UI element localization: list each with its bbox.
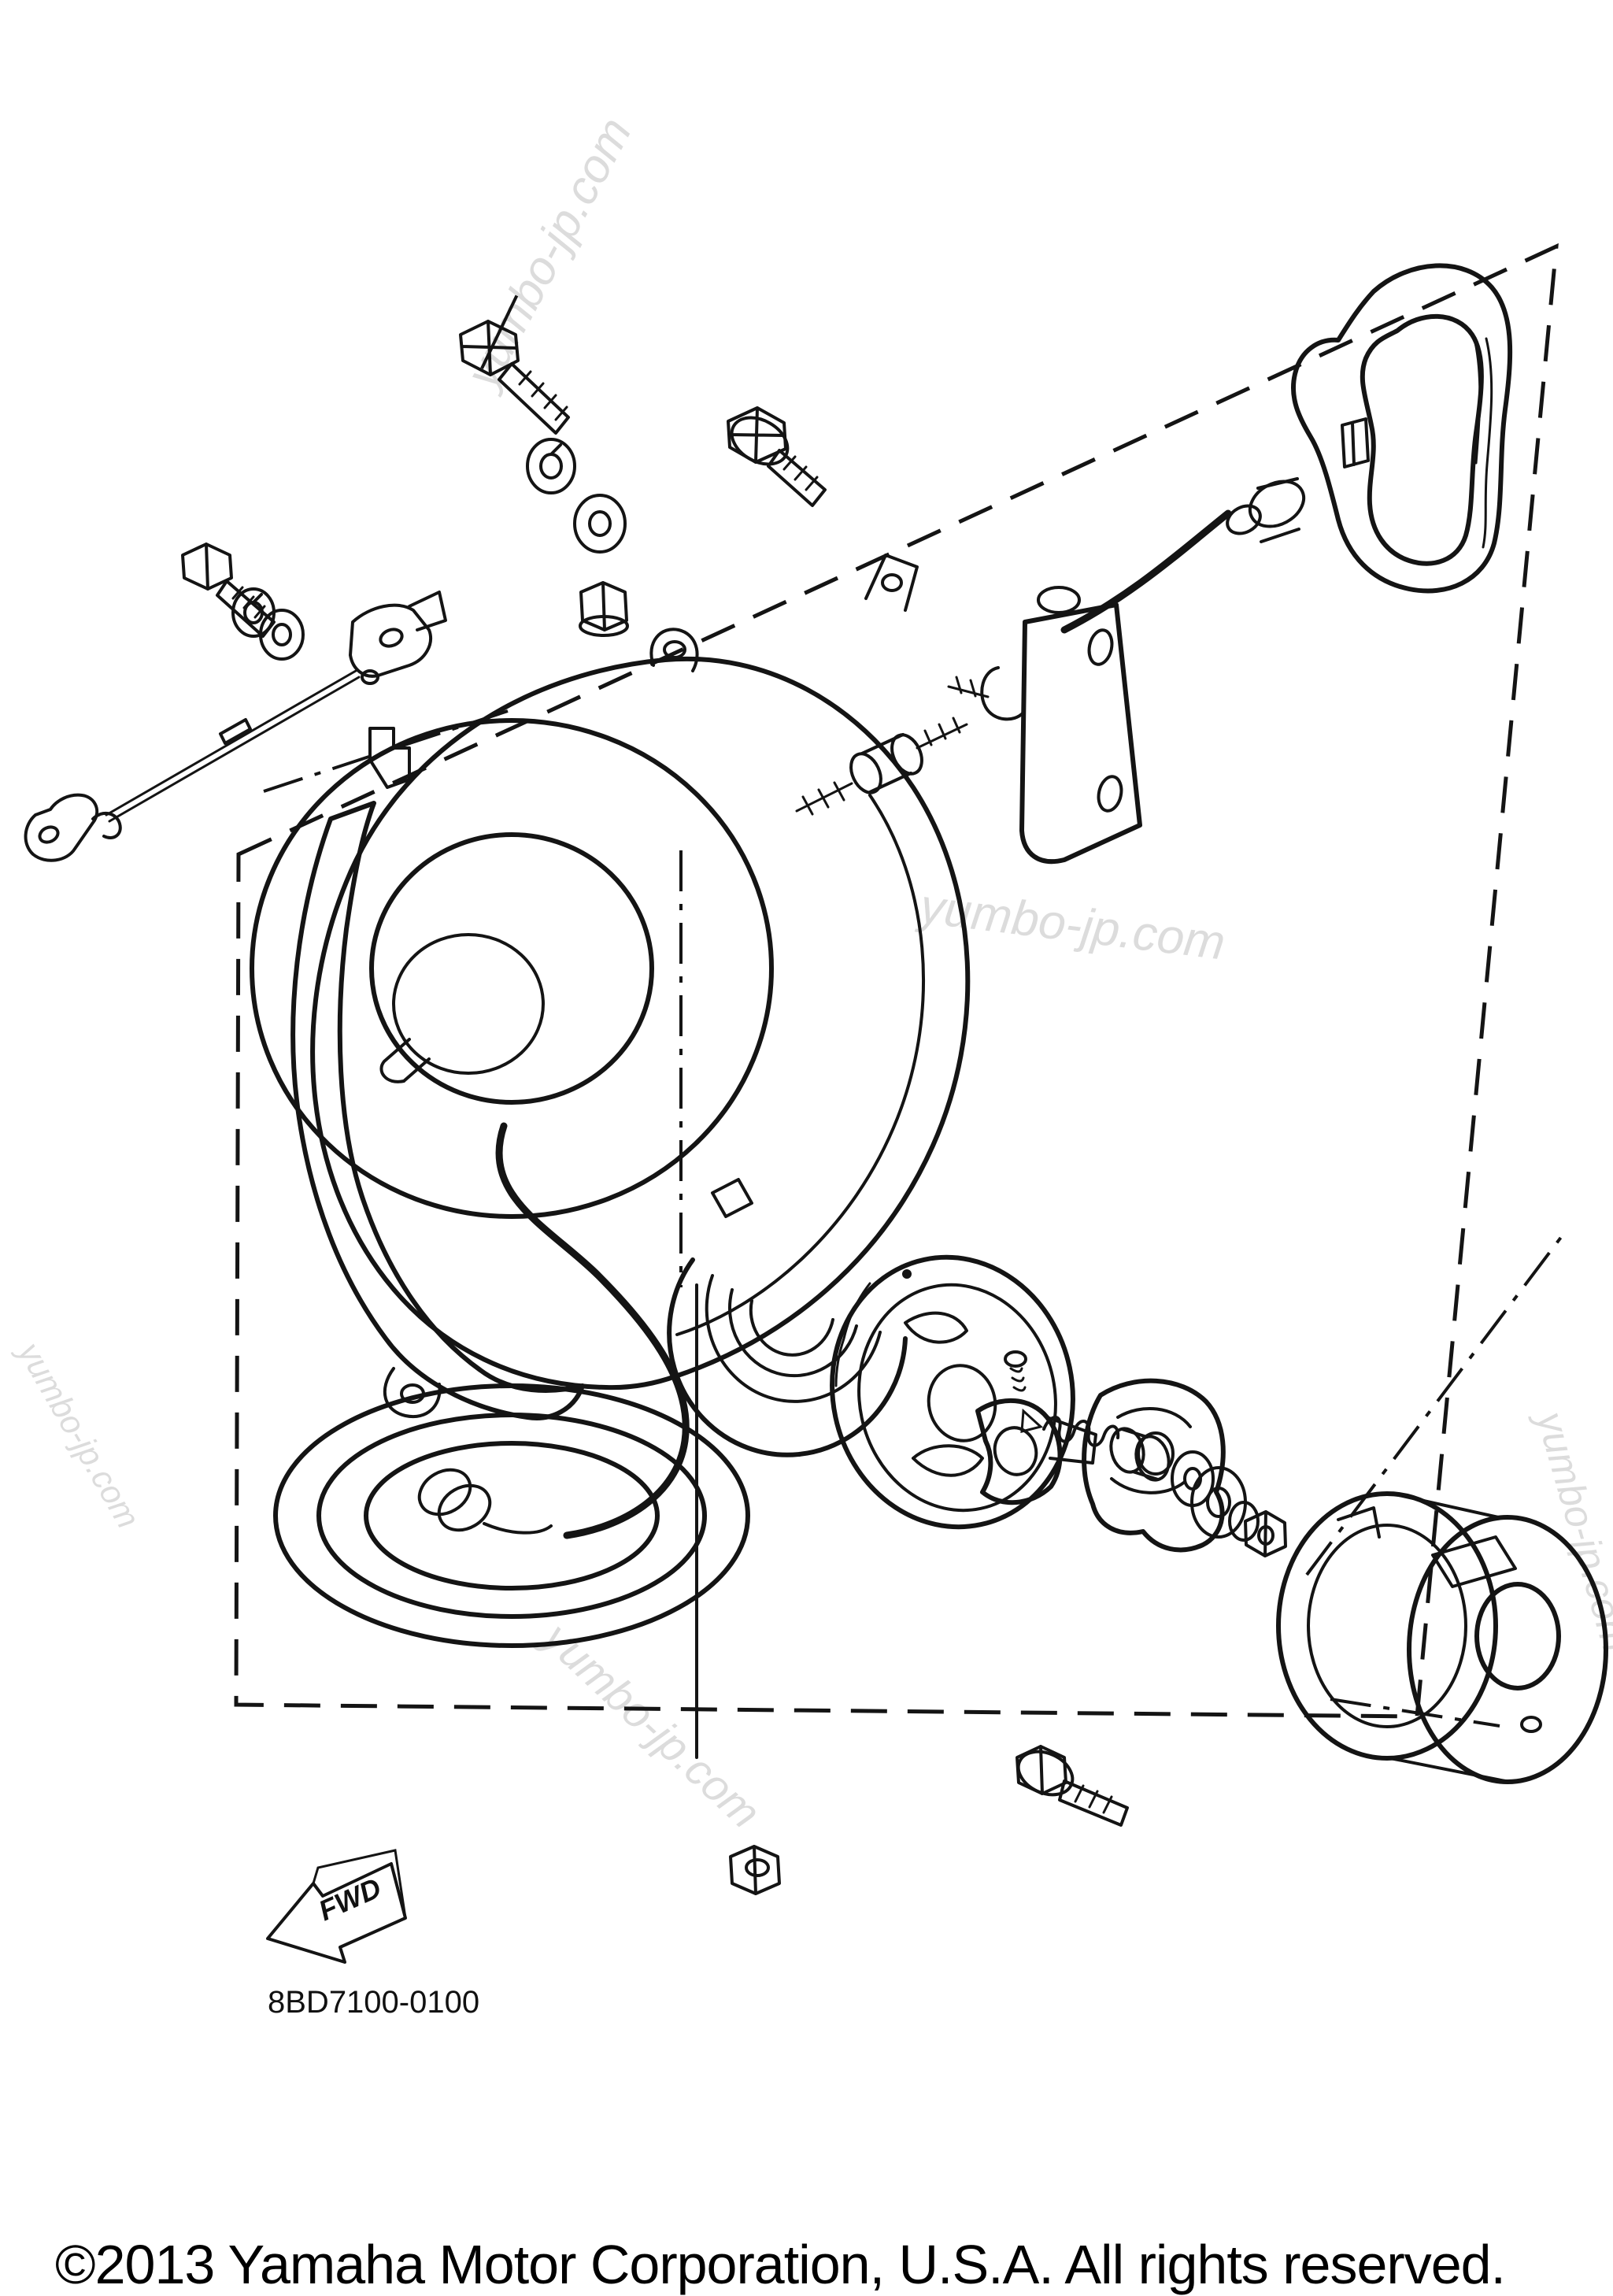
part-16-handle: [1226, 263, 1513, 594]
part-5-spiral-spring: [667, 1178, 908, 1457]
fwd-arrow: FWD: [266, 1849, 407, 1964]
callout-leader-19: [480, 294, 519, 369]
part-1-starter-case: [310, 554, 971, 1759]
assembly-boundary-dashed-box: [234, 243, 1559, 1719]
watermark-text: yumbo-jp.com: [10, 1334, 147, 1535]
part-9-friction-plate: [1082, 1378, 1226, 1553]
part-21-washer-left: [259, 609, 305, 661]
part-22-nut: [729, 1845, 781, 1895]
part-23-nut: [579, 581, 629, 637]
starter-cable: [24, 669, 361, 862]
part-8-screw: [1004, 1350, 1027, 1392]
watermark-text: yumbo-jp.com: [914, 879, 1228, 970]
part-26-bolt: [1016, 1745, 1129, 1827]
part-18-bolt: [727, 406, 827, 507]
part-10-washer: [1228, 1501, 1260, 1542]
part-25-starter-pulley: [1276, 1491, 1608, 1784]
part-3-sheave-drum: [830, 1254, 1075, 1530]
part-24-cable-bracket: [349, 591, 447, 685]
part-6-spring: [1042, 1416, 1120, 1447]
part-13-rope: [1060, 509, 1232, 634]
part-21-washer-top: [573, 494, 627, 554]
fwd-label: FWD: [314, 1872, 387, 1928]
watermark-text: yumbo-jp.com: [454, 109, 642, 398]
watermark-text: yumbo-jp.com: [1527, 1405, 1613, 1657]
part-17-bracket: [947, 586, 1142, 865]
centerline-hub: [1330, 1698, 1500, 1728]
diagram-code: 8BD7100-0100: [268, 1985, 479, 2020]
part-12-rope-end: [795, 717, 968, 816]
part-11-nut: [1244, 1510, 1287, 1557]
callout-layer: [480, 294, 519, 369]
part-2-gasket: [290, 801, 585, 1420]
copyright-text: ©2013 Yamaha Motor Corporation, U.S.A. A…: [55, 2234, 1506, 2295]
part-4-drive-pawl: [975, 1398, 1097, 1505]
part-19-bolt-top: [459, 320, 570, 435]
part-20-spring-washer-top: [526, 438, 576, 494]
starter-rope-coil: [273, 1122, 750, 1648]
fan-wheel: [250, 718, 774, 1219]
